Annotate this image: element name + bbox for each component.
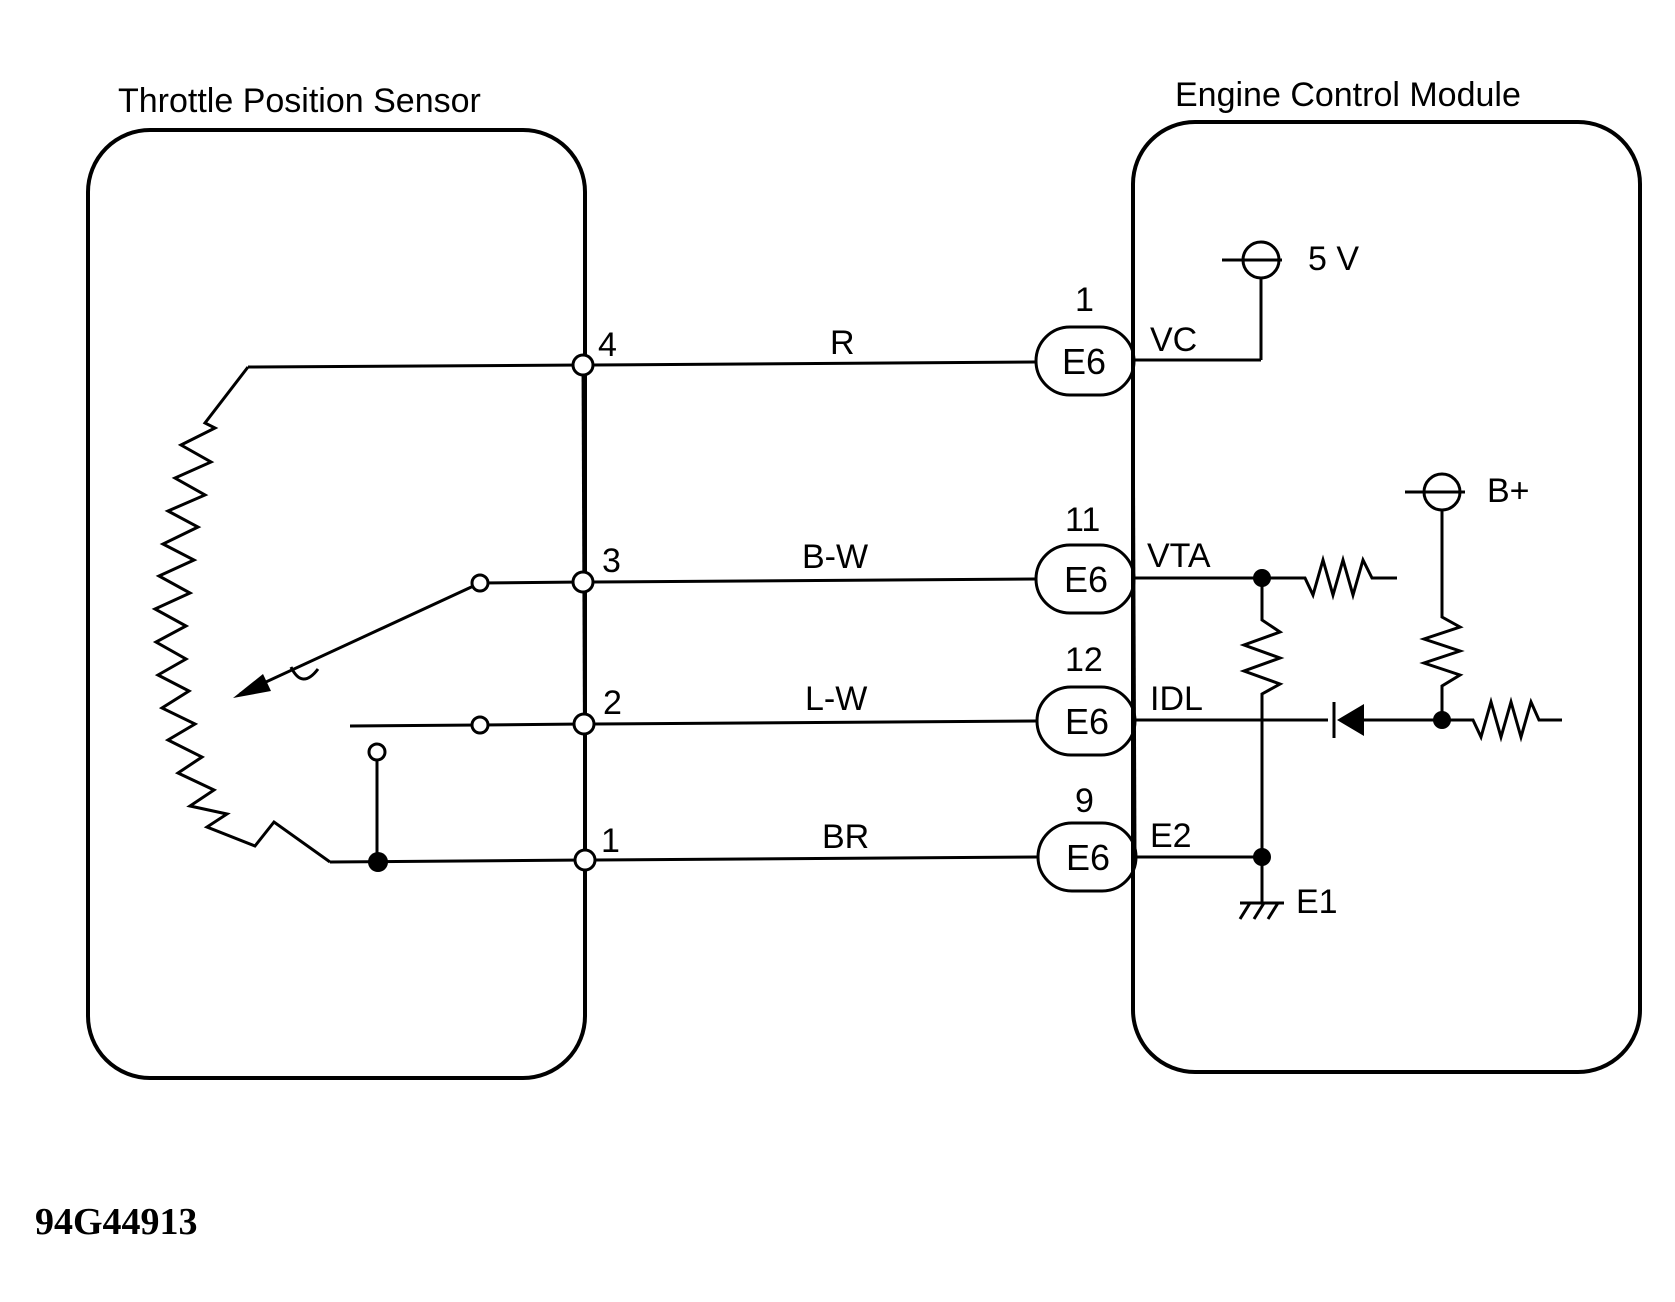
ground-hatch xyxy=(1252,902,1266,920)
wire-color-label: L-W xyxy=(805,680,867,718)
ecm-bus xyxy=(1131,359,1137,859)
ground-hatch xyxy=(1238,902,1252,920)
ground-junction-dot xyxy=(368,852,388,872)
connector-label: E6 xyxy=(1066,837,1110,878)
tps-vta-link xyxy=(479,580,584,585)
idle-switch-post-contact xyxy=(367,742,387,762)
wire-r xyxy=(592,360,1036,367)
wiper-contact xyxy=(470,573,490,593)
connector-label: E6 xyxy=(1062,341,1106,382)
connector-pin-number: 1 xyxy=(1075,281,1094,319)
connector-label: E6 xyxy=(1065,701,1109,742)
idl-input-resistor xyxy=(1442,696,1562,743)
battery-terminal-icon xyxy=(1422,472,1462,512)
idl-pullup-resistor xyxy=(1419,510,1465,720)
tps-pin-label: 2 xyxy=(603,684,622,722)
wire-b-w xyxy=(592,577,1036,584)
supply-voltage-label: 5 V xyxy=(1308,240,1359,278)
ecm-housing xyxy=(1131,120,1642,1074)
vta-input-resistor xyxy=(1262,554,1397,601)
wiper-arrow-icon xyxy=(233,674,271,698)
wire-color-label: B-W xyxy=(802,538,868,576)
connector-pin-number: 9 xyxy=(1075,782,1094,820)
tps-bus xyxy=(581,361,587,863)
wire-l-w xyxy=(593,719,1037,726)
ground-hatch xyxy=(1266,902,1280,920)
vta-pull-resistor xyxy=(1239,578,1285,862)
ecm-terminal-label: E2 xyxy=(1150,817,1192,855)
tps-terminal-3 xyxy=(571,570,595,594)
ground-label: E1 xyxy=(1296,883,1338,921)
tps-terminal-2 xyxy=(572,712,596,736)
tps-terminal-4 xyxy=(571,353,595,377)
figure-id: 94G44913 xyxy=(35,1201,198,1243)
wire-color-label: BR xyxy=(822,818,869,856)
tps-pin-label: 3 xyxy=(602,542,621,580)
connector-label: E6 xyxy=(1064,559,1108,600)
idle-contact xyxy=(470,715,490,735)
tps-terminal-1 xyxy=(573,848,597,872)
tps-title: Throttle Position Sensor xyxy=(118,82,481,120)
ecm-terminal-label: VTA xyxy=(1147,537,1211,575)
wiper-pivot-icon xyxy=(289,666,320,681)
diode-icon xyxy=(1337,704,1364,736)
connector-pin-number: 12 xyxy=(1065,641,1103,679)
battery-label: B+ xyxy=(1487,472,1530,510)
idle-switch-blade xyxy=(349,723,481,728)
wire-br xyxy=(594,855,1038,862)
tps-resistor-track xyxy=(151,366,331,864)
connector-pin-number: 11 xyxy=(1065,501,1100,539)
tps-wiper-arm xyxy=(239,581,481,696)
ecm-title: Engine Control Module xyxy=(1175,76,1521,114)
tps-pin-label: 1 xyxy=(601,822,620,860)
tps-vc-link xyxy=(247,363,584,369)
tps-pin-label: 4 xyxy=(598,326,617,364)
tps-idl-link xyxy=(479,722,585,727)
supply-terminal-icon xyxy=(1241,240,1281,280)
wire-color-label: R xyxy=(830,324,855,362)
ecm-terminal-label: VC xyxy=(1150,321,1197,359)
connector-e6 xyxy=(1034,543,1136,615)
ecm-terminal-label: IDL xyxy=(1150,680,1203,718)
